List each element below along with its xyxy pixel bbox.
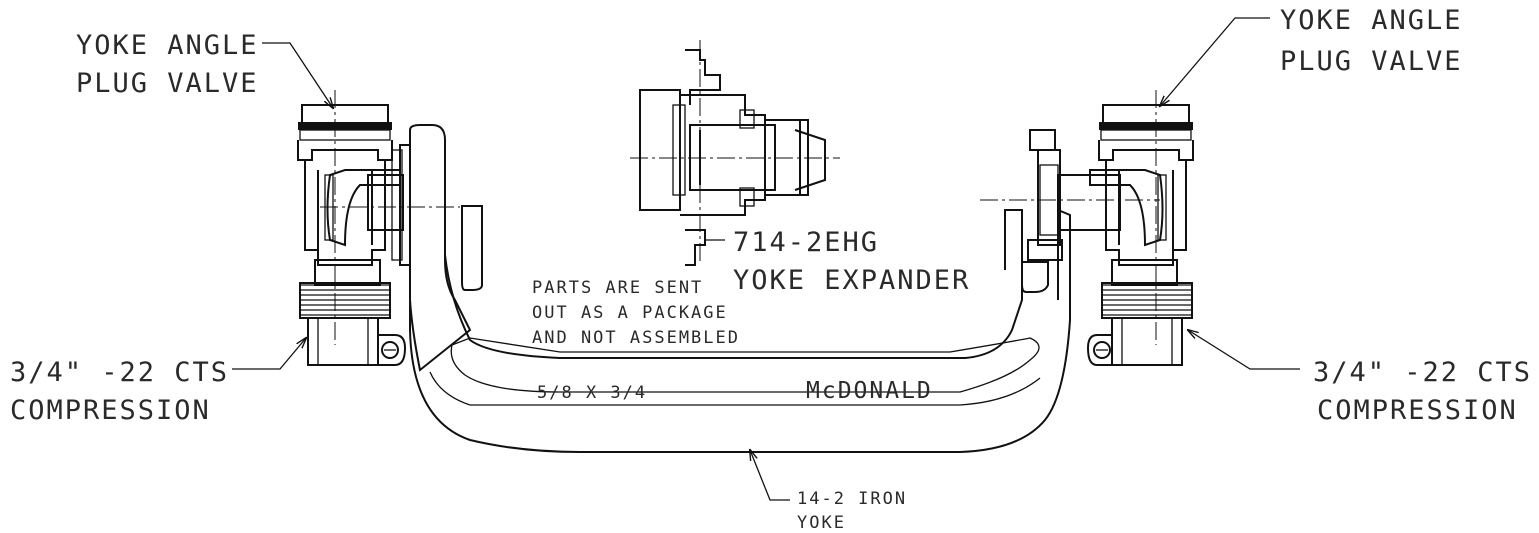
right-angle-plug-valve <box>980 90 1194 366</box>
brand-label: McDONALD <box>806 378 933 404</box>
leader-lines <box>232 17 1300 501</box>
yoke-expander <box>630 40 840 266</box>
note-line2: OUT AS A PACKAGE <box>532 303 728 323</box>
left-valve-label-line2: PLUG VALVE <box>76 68 259 99</box>
right-valve-label-line2: PLUG VALVE <box>1280 46 1463 77</box>
left-angle-plug-valve <box>297 90 460 366</box>
left-compression-label-line2: COMPRESSION <box>10 395 211 426</box>
right-compression-label-line2: COMPRESSION <box>1317 395 1518 426</box>
left-compression-label-line1: 3/4" -22 CTS <box>10 357 229 388</box>
note-line3: AND NOT ASSEMBLED <box>532 328 740 348</box>
iron-yoke <box>409 124 1071 453</box>
iron-yoke-label-line2: YOKE <box>797 513 846 533</box>
expander-label-line1: 714-2EHG <box>733 227 879 258</box>
left-valve-label-line1: YOKE ANGLE <box>76 30 259 61</box>
note-line1: PARTS ARE SENT <box>532 278 703 298</box>
expander-label-line2: YOKE EXPANDER <box>733 265 970 296</box>
right-compression-label-line1: 3/4" -22 CTS <box>1313 357 1532 388</box>
iron-yoke-label-line1: 14-2 IRON <box>797 489 907 509</box>
labels: YOKE ANGLE PLUG VALVE YOKE ANGLE PLUG VA… <box>10 5 1532 533</box>
right-valve-label-line1: YOKE ANGLE <box>1280 5 1463 36</box>
yoke-size-label: 5/8 X 3/4 <box>537 383 647 403</box>
